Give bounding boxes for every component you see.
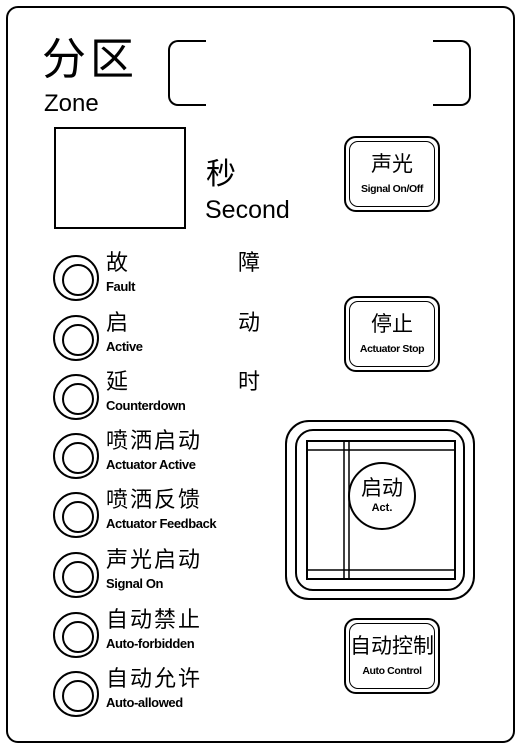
auto-allowed-led-icon	[53, 671, 99, 717]
actuator-feedback-led-icon	[53, 492, 99, 538]
seconds-label-cn: 秒	[206, 157, 236, 192]
auto-button-label-cn: 自动控制	[350, 634, 434, 658]
signal-button-label-cn: 声光	[371, 152, 413, 176]
zone-label-cn: 分区	[42, 34, 138, 85]
activate-guard-cover[interactable]	[306, 440, 456, 580]
auto-control-button[interactable]: 自动控制 Auto Control	[344, 618, 440, 694]
stop-button-label-en: Actuator Stop	[359, 343, 425, 355]
indicator-label-en: Auto-forbidden	[106, 636, 195, 651]
control-panel	[6, 6, 515, 743]
activate-button-label-en: Act.	[371, 502, 393, 514]
activate-guard-frame	[285, 420, 475, 600]
indicator-label-en: Auto-allowed	[106, 695, 183, 710]
signal-on-led-icon	[53, 552, 99, 598]
indicator-label-cn: 自动禁止	[106, 608, 203, 633]
activate-guard-inner-frame	[295, 429, 465, 591]
indicator-label-cn: 启动	[106, 311, 260, 336]
signal-toggle-button[interactable]: 声光 Signal On/Off	[344, 136, 440, 212]
indicator-label-en: Active	[106, 339, 143, 354]
indicator-label-cn: 延时	[106, 370, 260, 395]
fault-led-icon	[53, 255, 99, 301]
activate-button-label-cn: 启动	[361, 476, 403, 500]
actuator-stop-button[interactable]: 停止 Actuator Stop	[344, 296, 440, 372]
auto-button-label-en: Auto Control	[362, 665, 422, 677]
active-led-icon	[53, 315, 99, 361]
countdown-led-icon	[53, 374, 99, 420]
indicator-label-cn: 自动允许	[106, 667, 203, 692]
guard-cover-lines	[308, 442, 454, 578]
indicator-label-en: Counterdown	[106, 398, 186, 413]
zone-window-right-bracket	[433, 40, 471, 106]
zone-window-left-bracket	[168, 40, 206, 106]
actuator-active-led-icon	[53, 433, 99, 479]
indicator-label-cn: 喷洒启动	[106, 429, 203, 454]
activate-button[interactable]: 启动 Act.	[348, 462, 416, 530]
indicator-label-cn: 喷洒反馈	[106, 488, 203, 513]
stop-button-label-cn: 停止	[371, 312, 413, 336]
indicator-label-cn: 故障	[106, 251, 260, 276]
seconds-display	[54, 127, 186, 229]
indicator-label-cn: 声光启动	[106, 548, 203, 573]
indicator-label-en: Actuator Active	[106, 457, 196, 472]
zone-label-en: Zone	[44, 90, 99, 117]
indicator-label-en: Signal On	[106, 576, 164, 591]
seconds-label-en: Second	[205, 196, 290, 224]
auto-forbidden-led-icon	[53, 612, 99, 658]
indicator-label-en: Actuator Feedback	[106, 516, 217, 531]
indicator-label-en: Fault	[106, 279, 136, 294]
signal-button-label-en: Signal On/Off	[361, 183, 423, 195]
